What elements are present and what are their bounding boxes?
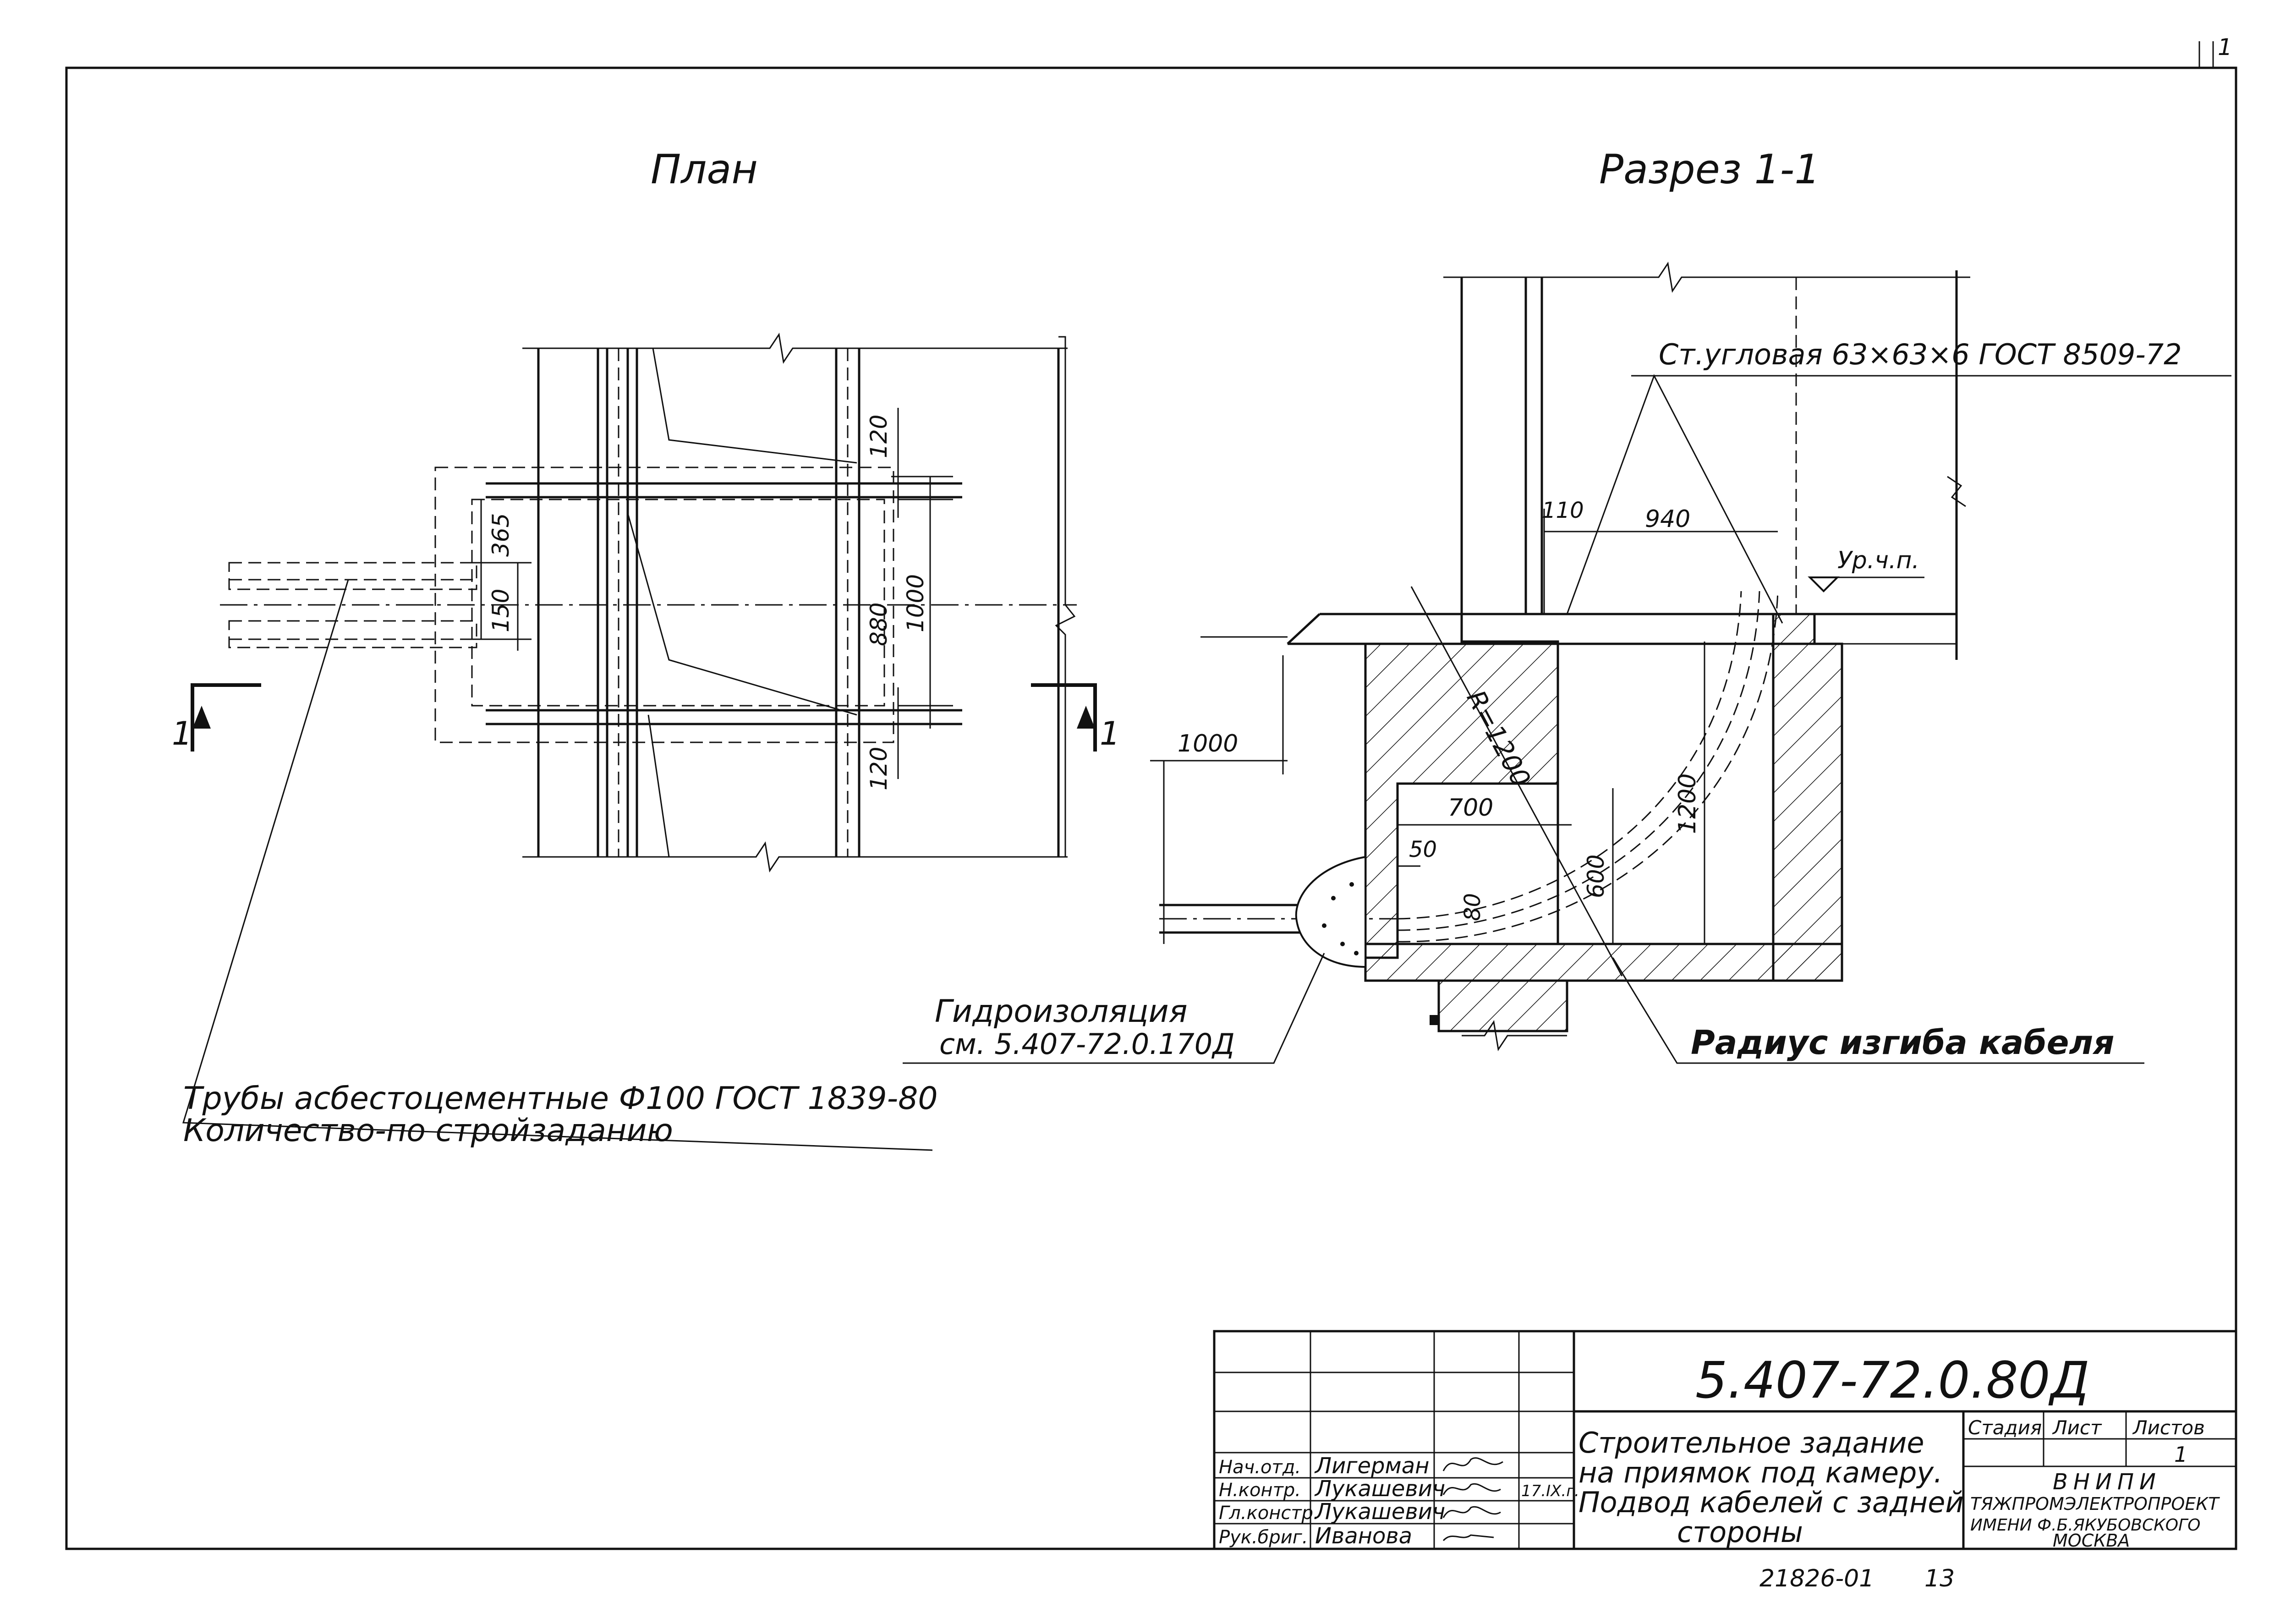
org-line3: ИМЕНИ Ф.Б.ЯКУБОВСКОГО bbox=[1970, 1516, 2200, 1535]
role-3: Гл.констр. bbox=[1219, 1503, 1319, 1524]
sheets-label: Листов bbox=[2132, 1416, 2205, 1439]
org-line4: МОСКВА bbox=[2053, 1531, 2130, 1551]
section-dim-940: 940 bbox=[1645, 505, 1690, 533]
name-1: Лигерман bbox=[1314, 1453, 1430, 1479]
pipes-note-line1: Трубы асбестоцементные Ф100 ГОСТ 1839-80 bbox=[183, 1081, 938, 1117]
section-dim-110: 110 bbox=[1542, 498, 1584, 523]
pipes-note-line2: Количество-по стройзаданию bbox=[183, 1113, 673, 1149]
plan-dim-880: 880 bbox=[866, 603, 892, 646]
sheets-value: 1 bbox=[2174, 1442, 2187, 1467]
signature-2 bbox=[1442, 1483, 1501, 1495]
section-dim-80: 80 bbox=[1460, 893, 1485, 921]
section-dim-1200: 1200 bbox=[1674, 774, 1701, 834]
section-mark-right: 1 bbox=[1100, 715, 1120, 752]
section-dim-700: 700 bbox=[1448, 794, 1493, 822]
section-dim-50: 50 bbox=[1409, 837, 1437, 862]
sheet-frame: 1 bbox=[65, 34, 2237, 1550]
plan-dim-120-bottom: 120 bbox=[866, 747, 892, 790]
archive-number: 21826-01 bbox=[1759, 1565, 1874, 1592]
plan-dim-1000: 1000 bbox=[902, 574, 929, 632]
section-mark-left: 1 bbox=[172, 715, 192, 752]
org-line1: ВНИПИ bbox=[2053, 1469, 2161, 1495]
waterproofing-line1: Гидроизоляция bbox=[935, 993, 1188, 1030]
section-view: Разрез 1-1 Ст.угловая 63×63×6 ГОСТ 8509-… bbox=[903, 146, 2231, 1064]
plan-dim-150: 150 bbox=[488, 589, 514, 632]
plan-title: План bbox=[651, 146, 758, 193]
plan-dim-120-top: 120 bbox=[866, 415, 892, 458]
corner-mark: 1 bbox=[2218, 34, 2232, 60]
bend-radius-note: Радиус изгиба кабеля bbox=[1691, 1023, 2114, 1062]
sheet-label: Лист bbox=[2052, 1416, 2102, 1439]
name-2: Лукашевич bbox=[1314, 1476, 1445, 1502]
title-block: 5.407-72.0.80Д Нач.отд. Н.контр. Гл.конс… bbox=[1213, 1330, 2237, 1551]
role-2: Н.контр. bbox=[1219, 1480, 1301, 1501]
waterproofing-line2: см. 5.407-72.0.170Д bbox=[939, 1027, 1235, 1061]
drawing-title-line1: Строительное задание bbox=[1578, 1426, 1924, 1459]
section-title: Разрез 1-1 bbox=[1599, 146, 1820, 193]
name-4: Иванова bbox=[1315, 1523, 1412, 1549]
drawing-title-line2: на приямок под камеру. bbox=[1578, 1456, 1943, 1489]
stage-label: Стадия bbox=[1968, 1416, 2042, 1439]
signature-4 bbox=[1442, 1534, 1494, 1542]
signature-1 bbox=[1442, 1457, 1503, 1471]
plan-view: План bbox=[172, 146, 1120, 1151]
role-1: Нач.отд. bbox=[1219, 1457, 1301, 1478]
sign-date: 17.IX.г. bbox=[1521, 1482, 1579, 1500]
role-4: Рук.бриг. bbox=[1219, 1527, 1308, 1548]
name-3: Лукашевич bbox=[1314, 1499, 1445, 1525]
drawing-title-line3: Подвод кабелей с задней bbox=[1578, 1486, 1964, 1519]
drawing-title-line4: стороны bbox=[1677, 1515, 1803, 1549]
doc-code: 5.407-72.0.80Д bbox=[1695, 1351, 2089, 1410]
signature-3 bbox=[1442, 1506, 1501, 1518]
plan-dim-365: 365 bbox=[488, 513, 514, 557]
org-line2: ТЯЖПРОМЭЛЕКТРОПРОЕКТ bbox=[1970, 1494, 2220, 1514]
level-mark: Ур.ч.п. bbox=[1837, 547, 1919, 574]
archive-page: 13 bbox=[1924, 1565, 1955, 1592]
angle-note: Ст.угловая 63×63×6 ГОСТ 8509-72 bbox=[1659, 338, 2182, 371]
section-dim-600: 600 bbox=[1583, 855, 1609, 898]
section-dim-1000: 1000 bbox=[1178, 730, 1238, 757]
